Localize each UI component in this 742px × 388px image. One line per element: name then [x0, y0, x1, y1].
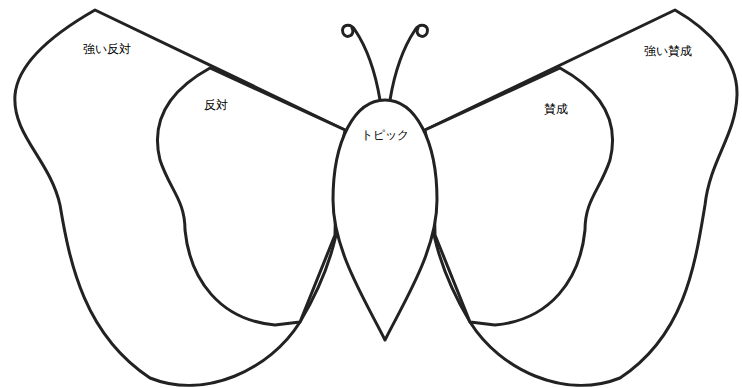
body-shape: トピック [330, 95, 440, 345]
outline [150, 60, 346, 330]
outline-path [15, 10, 345, 385]
left-antenna [342, 25, 380, 100]
outer-wing: 強い反対反対 [10, 5, 350, 388]
wing-label: 反対 [204, 98, 228, 112]
outline-path [425, 68, 613, 325]
outer-wing: 強い賛成賛成 [420, 5, 742, 388]
wing-label: 賛成 [544, 102, 568, 116]
outline-path [425, 10, 737, 385]
right-antenna [390, 25, 428, 100]
wing-label: トピック [361, 128, 409, 142]
inner-wing: 賛成 [424, 60, 620, 330]
wing-label: 強い賛成 [644, 44, 692, 58]
outline-path [157, 68, 345, 325]
outline-path [333, 100, 437, 340]
outline [424, 60, 620, 330]
inner-wing: 反対 [150, 60, 346, 330]
wing-label: 強い反対 [83, 42, 131, 56]
